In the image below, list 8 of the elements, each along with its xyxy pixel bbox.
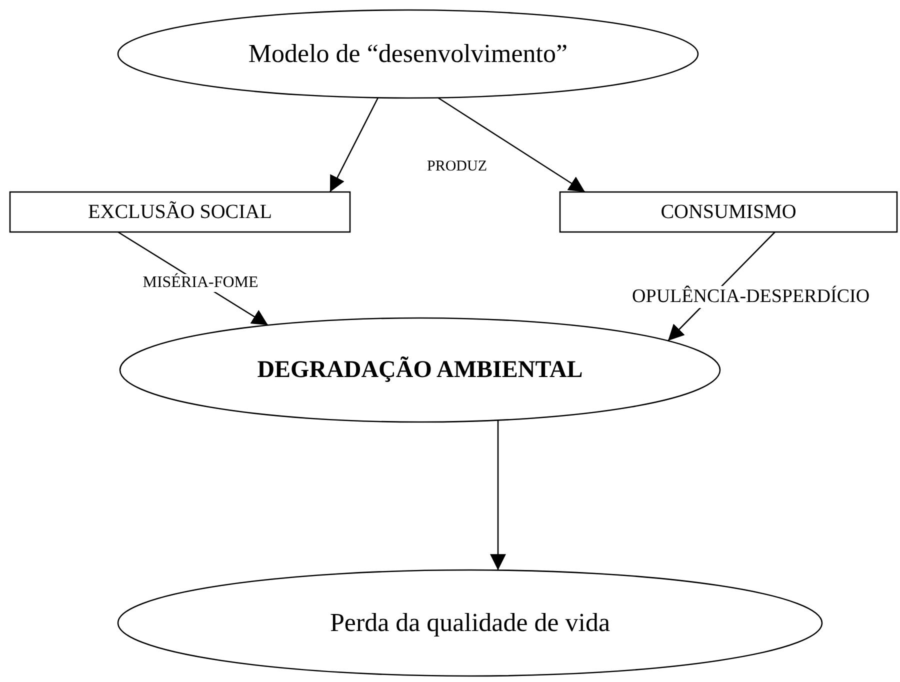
arrow xyxy=(329,97,379,192)
arrow xyxy=(438,97,586,193)
node-label: CONSUMISMO xyxy=(660,200,796,224)
arrow xyxy=(490,420,506,570)
node-label: EXCLUSÃO SOCIAL xyxy=(88,200,272,224)
node-label: DEGRADAÇÃO AMBIENTAL xyxy=(257,356,583,384)
node-label: Perda da qualidade de vida xyxy=(330,608,610,638)
node-label: Modelo de “desenvolvimento” xyxy=(248,39,568,69)
